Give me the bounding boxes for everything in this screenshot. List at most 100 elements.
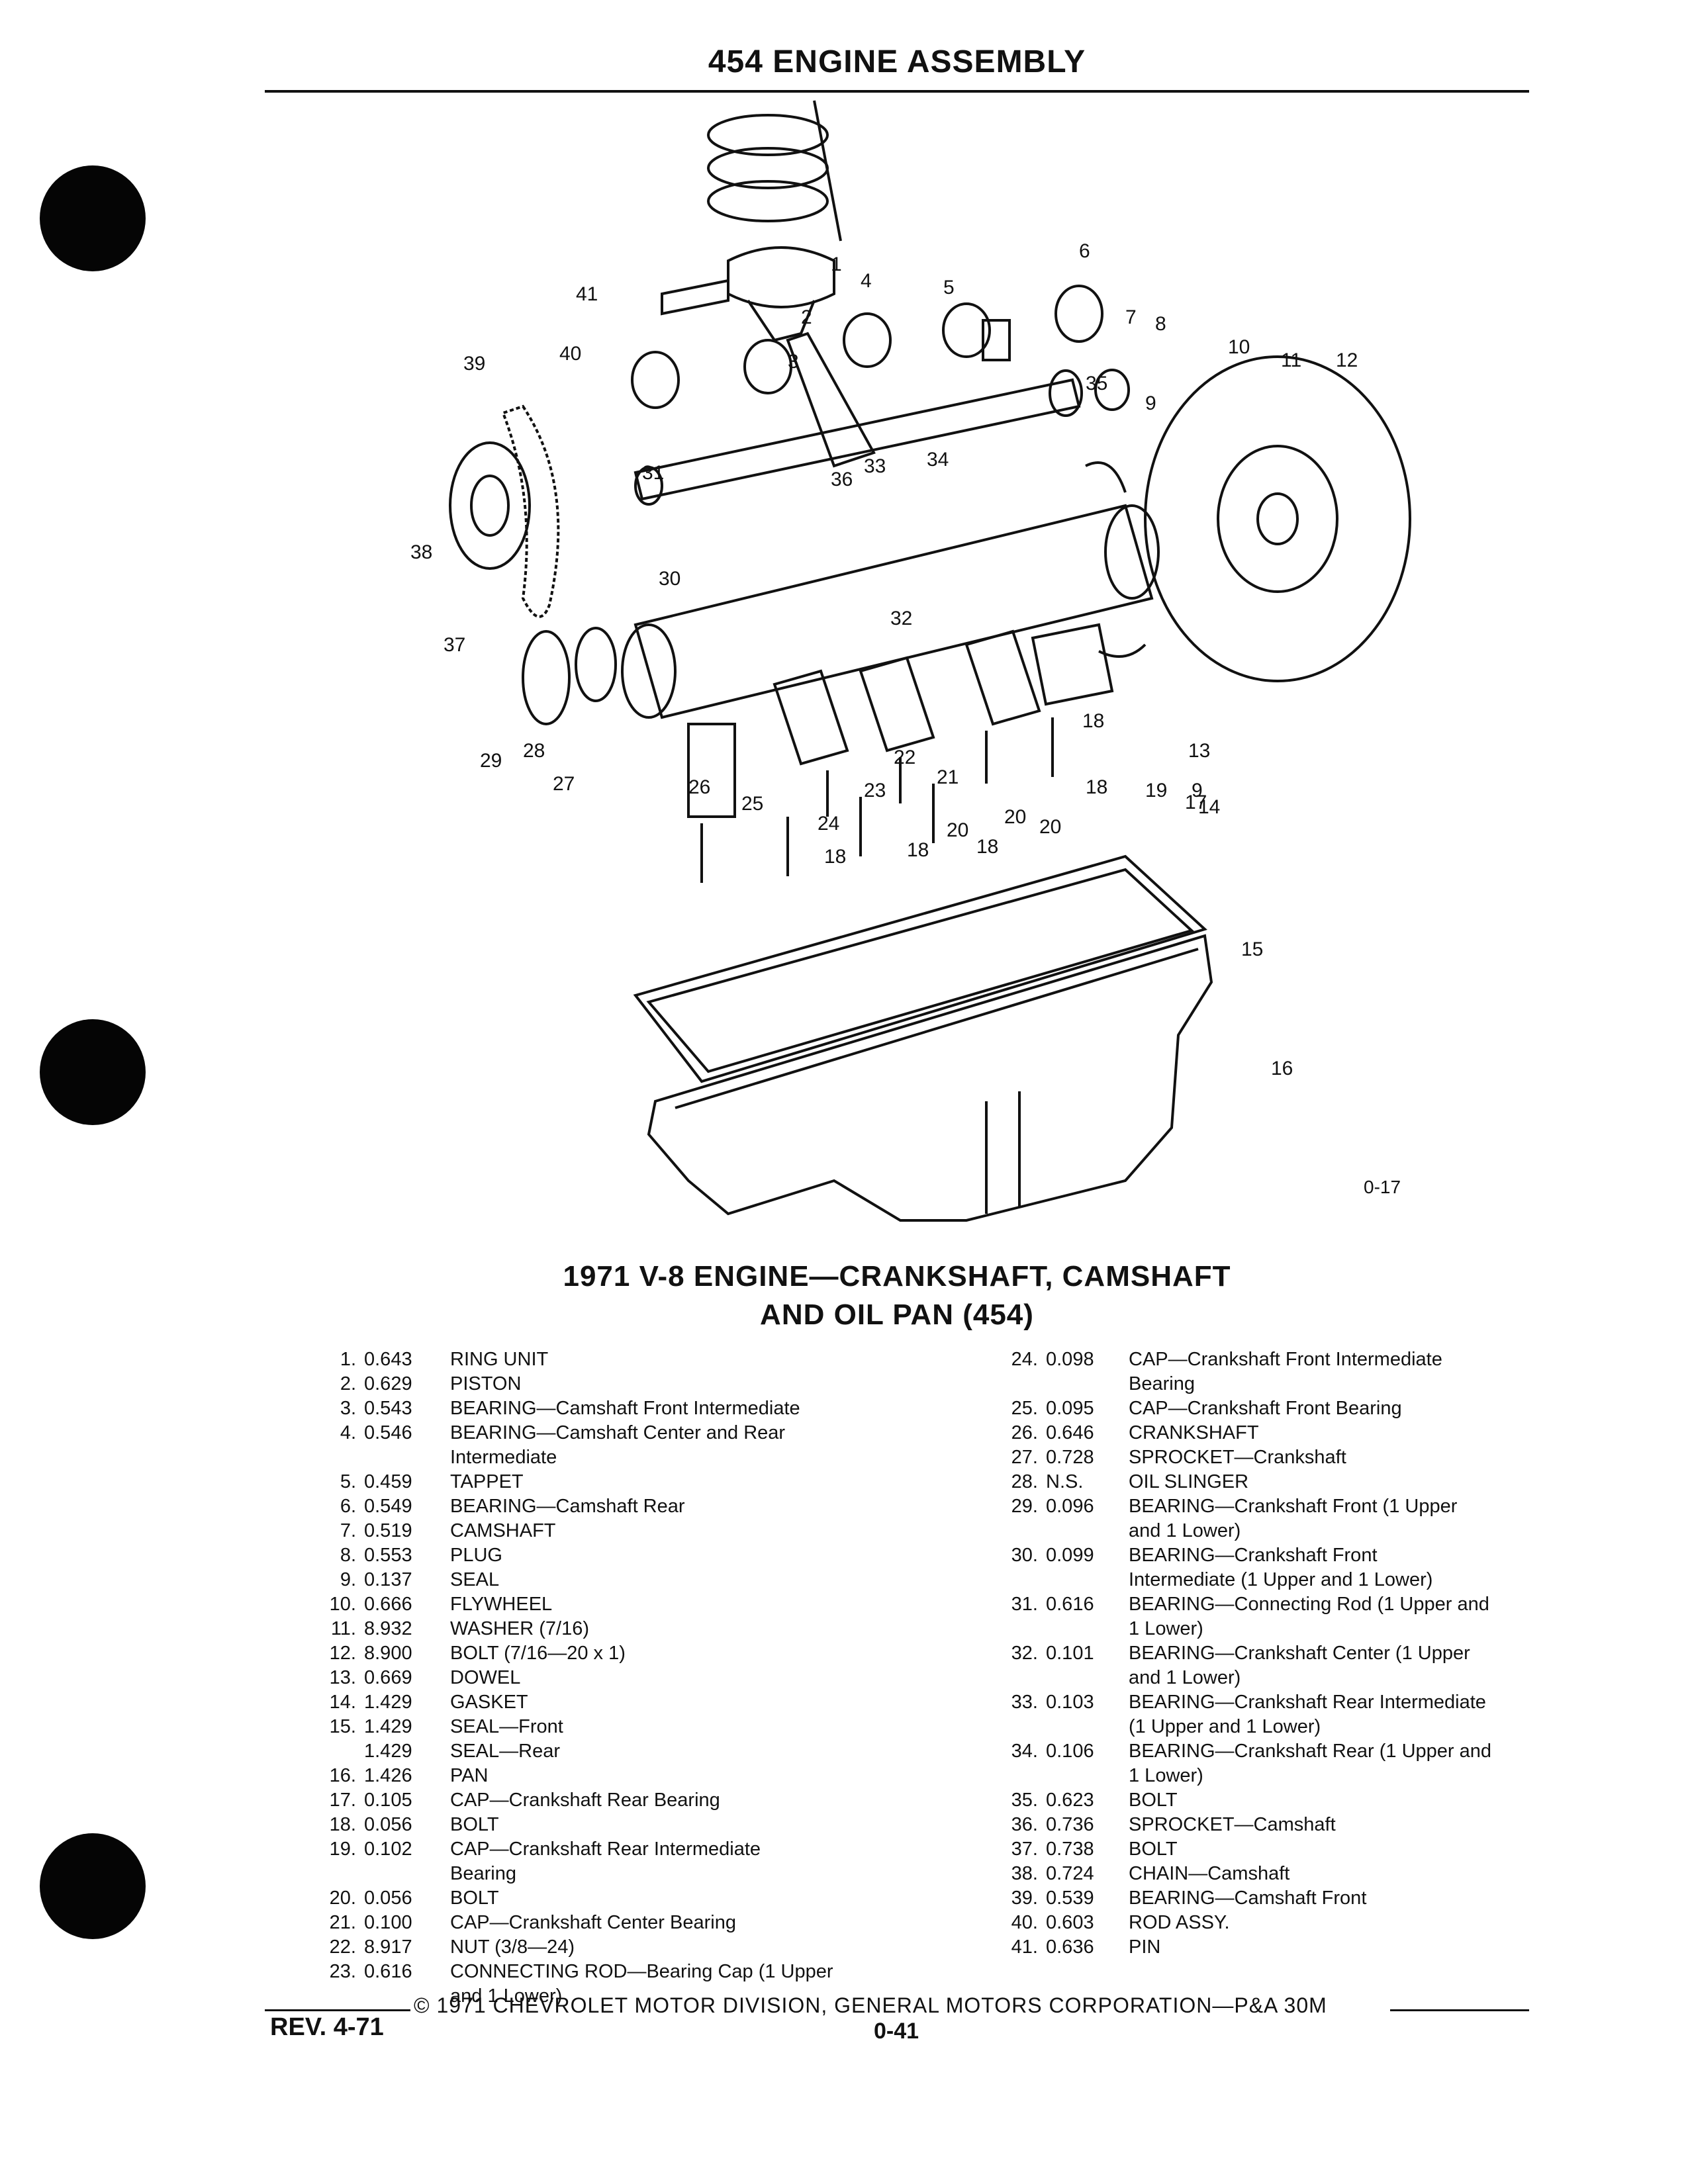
parts-num [291,1445,364,1470]
parts-num: 34. [1011,1741,1038,1762]
parts-num: 18. [329,1814,356,1835]
cam-plug [1094,369,1130,411]
parts-num: 21. [329,1912,356,1933]
parts-desc: BOLT (7/16—20 x 1) [450,1643,626,1664]
parts-num [980,1666,1046,1690]
connecting-rod [786,332,876,468]
parts-desc: SEAL [450,1569,500,1590]
callout-label: 18 [824,846,846,868]
parts-desc: TAPPET [450,1471,524,1492]
parts-num [980,1617,1046,1641]
parts-num: 36. [1011,1814,1038,1835]
piston-ring-1 [707,114,829,156]
parts-desc: BOLT [450,1814,499,1835]
parts-part [1046,1715,1129,1739]
oil-slinger [522,630,571,725]
parts-part: 0.636 [1046,1936,1094,1958]
piston-ring-3 [707,180,829,222]
callout-label: 3 [788,351,799,373]
callout-label: 18 [1082,710,1104,732]
parts-desc: BEARING—Camshaft Front [1129,1888,1367,1909]
parts-part [364,1862,450,1886]
parts-row: 39. 0.539 BEARING—Camshaft Front [980,1886,1542,1911]
callout-label: 12 [1336,349,1358,371]
callout-label: 20 [947,819,968,841]
parts-part: 0.553 [364,1545,412,1566]
parts-row: and 1 Lower) [291,1984,953,2009]
parts-desc: CAP—Crankshaft Center Bearing [450,1912,736,1933]
parts-desc: PAN [450,1765,489,1786]
parts-part: 0.100 [364,1912,412,1933]
parts-part: 0.519 [364,1520,412,1541]
parts-desc: PIN [1129,1936,1161,1958]
parts-part: 8.900 [364,1643,412,1664]
parts-num: 20. [329,1888,356,1909]
callout-label: 10 [1228,336,1250,358]
parts-row: 28.N.S.OIL SLINGER [980,1470,1542,1494]
parts-part: 0.629 [364,1373,412,1394]
parts-desc: BEARING—Crankshaft Rear (1 Upper and [1129,1741,1491,1762]
page-number: 0-41 [874,2019,919,2044]
parts-part: 0.101 [1046,1643,1094,1664]
parts-desc: BEARING—Crankshaft Center (1 Upper [1129,1643,1470,1664]
parts-num: 39. [1011,1888,1038,1909]
parts-desc: WASHER (7/16) [450,1618,590,1639]
parts-part: 1.426 [364,1765,412,1786]
parts-num: 14. [329,1692,356,1713]
callout-label: 32 [890,608,912,629]
callout-label: 19 [1145,780,1167,801]
parts-desc: OIL SLINGER [1129,1471,1249,1492]
tappet [982,319,1011,361]
callout-label: 38 [410,541,432,563]
callout-label: 34 [927,449,949,471]
parts-part: 0.549 [364,1496,412,1517]
parts-row: 1 Lower) [980,1617,1542,1641]
binder-hole-middle [40,1019,146,1125]
callout-label: 16 [1271,1058,1293,1079]
callout-label: 35 [1086,373,1107,394]
camshaft [633,378,1081,501]
parts-part: 0.539 [1046,1888,1094,1909]
callout-label: 22 [894,747,915,768]
parts-part: 0.137 [364,1569,412,1590]
cap-25 [687,723,736,818]
callout-label: 41 [576,283,598,305]
callout-label: 15 [1241,938,1263,960]
figure-caption: 1971 V-8 ENGINE—CRANKSHAFT, CAMSHAFT AND… [265,1257,1529,1334]
callout-label: 18 [907,839,929,861]
caption-line-1: 1971 V-8 ENGINE—CRANKSHAFT, CAMSHAFT [563,1260,1231,1293]
parts-desc: CAP—Crankshaft Rear Bearing [450,1790,720,1811]
parts-desc: RING UNIT [450,1349,549,1370]
parts-desc: Intermediate [450,1447,557,1468]
cam-bearing-4b [942,302,991,358]
parts-part: 0.728 [1046,1447,1094,1468]
callout-label: 6 [1079,240,1090,262]
parts-num [980,1764,1046,1788]
parts-num: 17. [329,1790,356,1811]
camshaft-sprocket [449,441,531,570]
callout-label: 14 [1198,796,1220,818]
parts-part: 0.623 [1046,1790,1094,1811]
parts-part [1046,1764,1129,1788]
parts-num: 15. [329,1716,356,1737]
parts-num [980,1372,1046,1396]
callout-label: 23 [864,780,886,801]
parts-part: 0.106 [1046,1741,1094,1762]
parts-part: 8.932 [364,1618,412,1639]
